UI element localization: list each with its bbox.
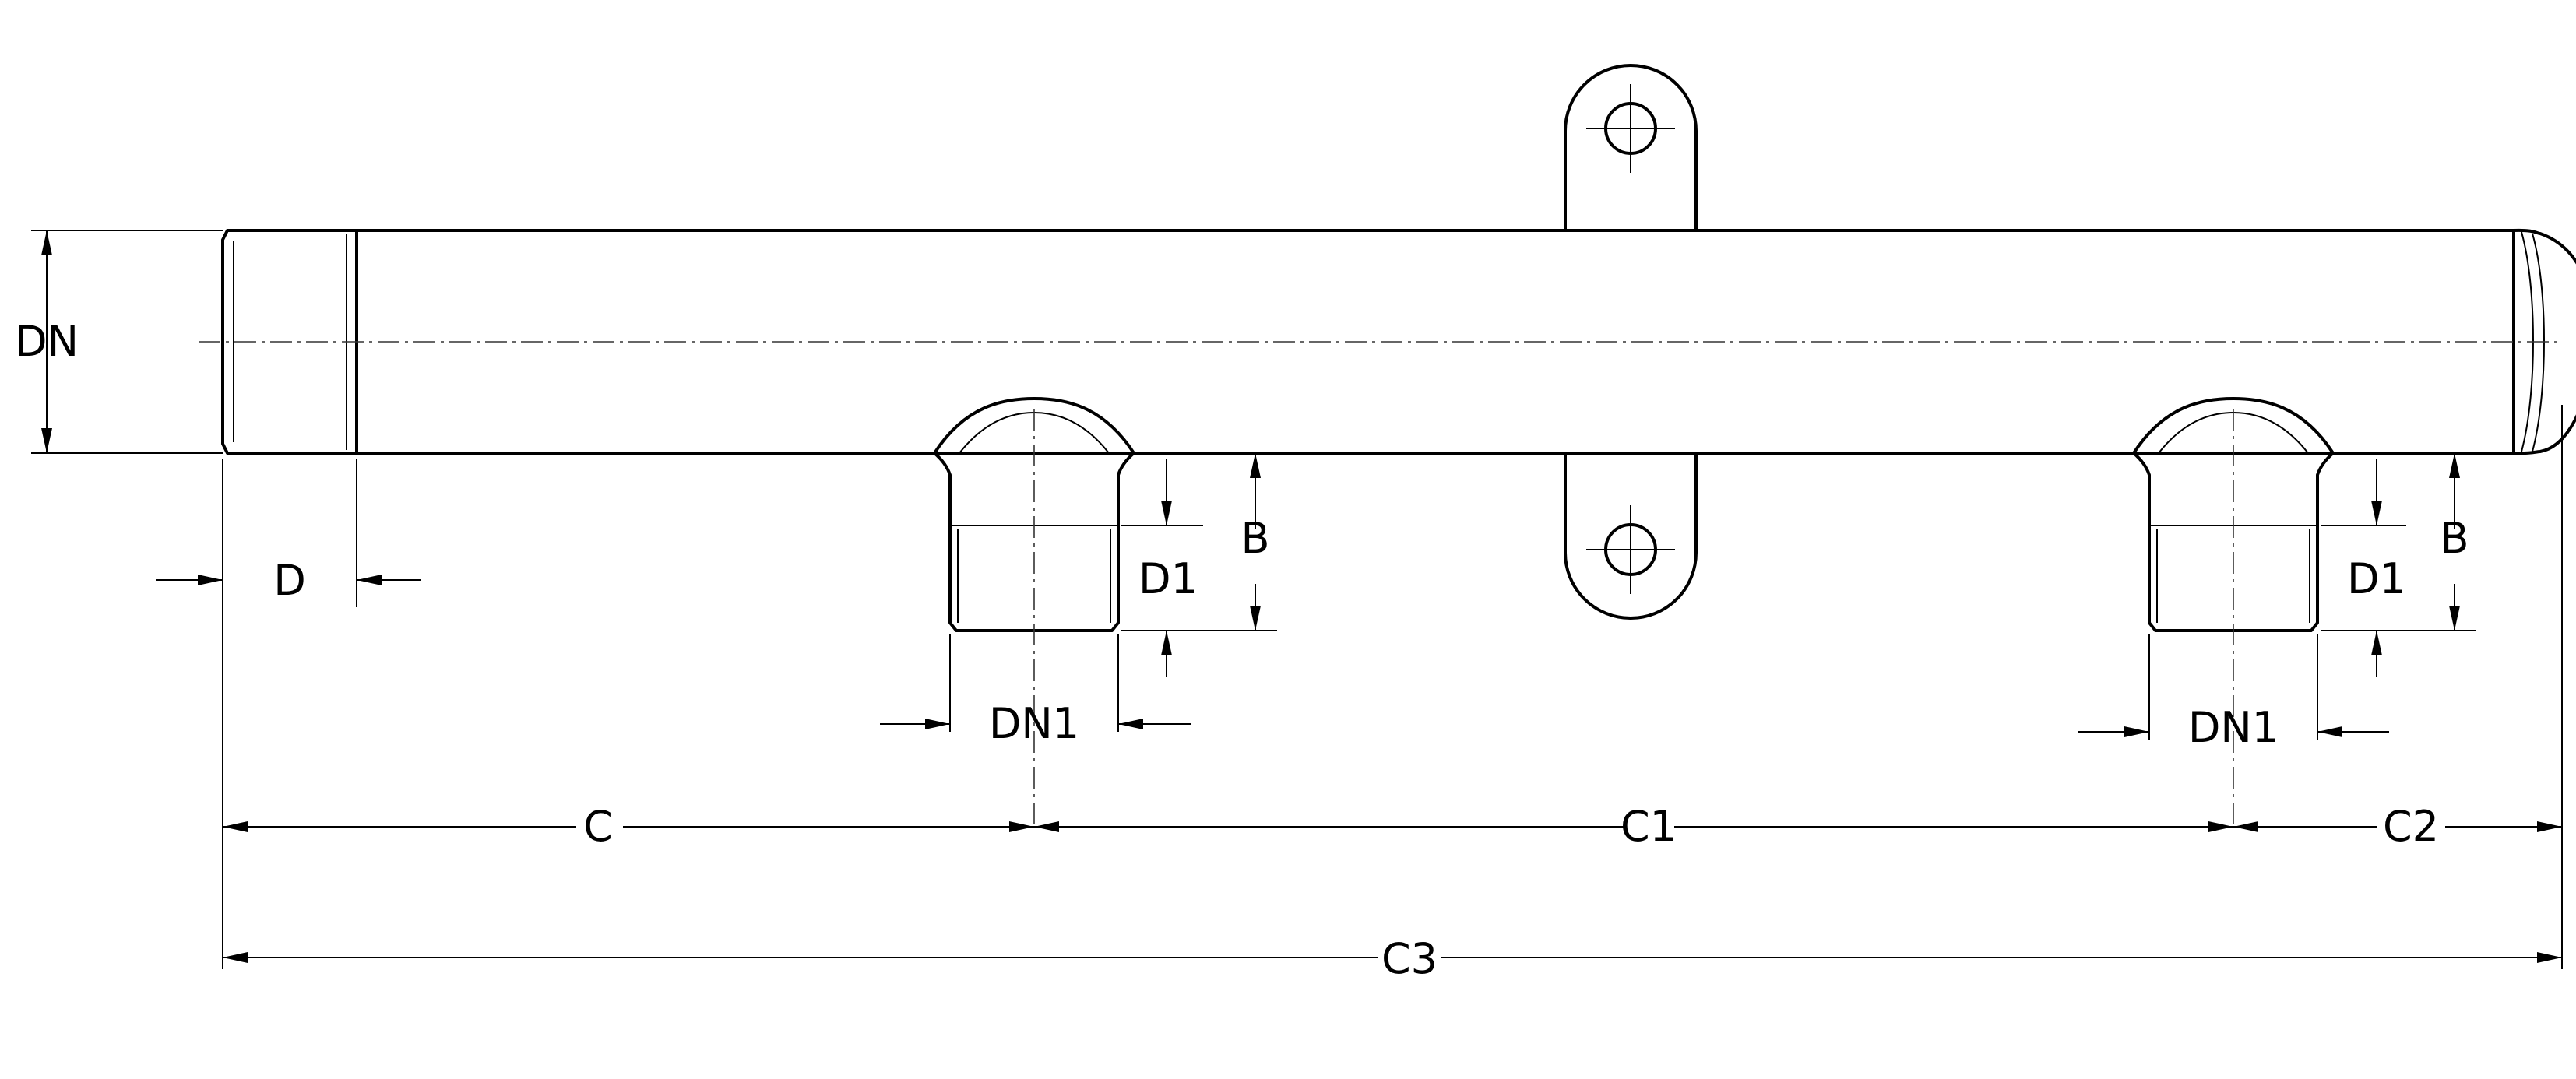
dimension-arrowheads xyxy=(41,230,2562,963)
label-c1: C1 xyxy=(1621,802,1677,851)
label-c3: C3 xyxy=(1381,934,1438,983)
label-b-left: B xyxy=(1240,514,1269,563)
label-dn1-right: DN1 xyxy=(2188,703,2279,752)
manifold-pipe xyxy=(199,228,2576,455)
label-d1-right: D1 xyxy=(2347,554,2406,603)
dimension-lines xyxy=(46,230,2562,958)
branch-outlet-right xyxy=(2132,397,2335,825)
label-b-right: B xyxy=(2440,514,2469,563)
label-dn1-left: DN1 xyxy=(989,699,1079,748)
mounting-bracket-top xyxy=(1564,64,1698,232)
domed-end-cap xyxy=(2512,228,2576,455)
threaded-inlet-end xyxy=(221,229,358,455)
mounting-bracket-bottom xyxy=(1564,452,1698,620)
dimension-labels: DN D B D1 DN1 B D1 DN1 C C1 C2 C3 xyxy=(15,317,2469,983)
extension-lines xyxy=(31,230,2563,969)
label-dn: DN xyxy=(15,317,79,366)
label-d1-left: D1 xyxy=(1138,554,1198,603)
label-c: C xyxy=(583,802,613,851)
label-c2: C2 xyxy=(2383,802,2439,851)
branch-outlet-left xyxy=(933,397,1135,825)
label-d: D xyxy=(273,556,306,605)
